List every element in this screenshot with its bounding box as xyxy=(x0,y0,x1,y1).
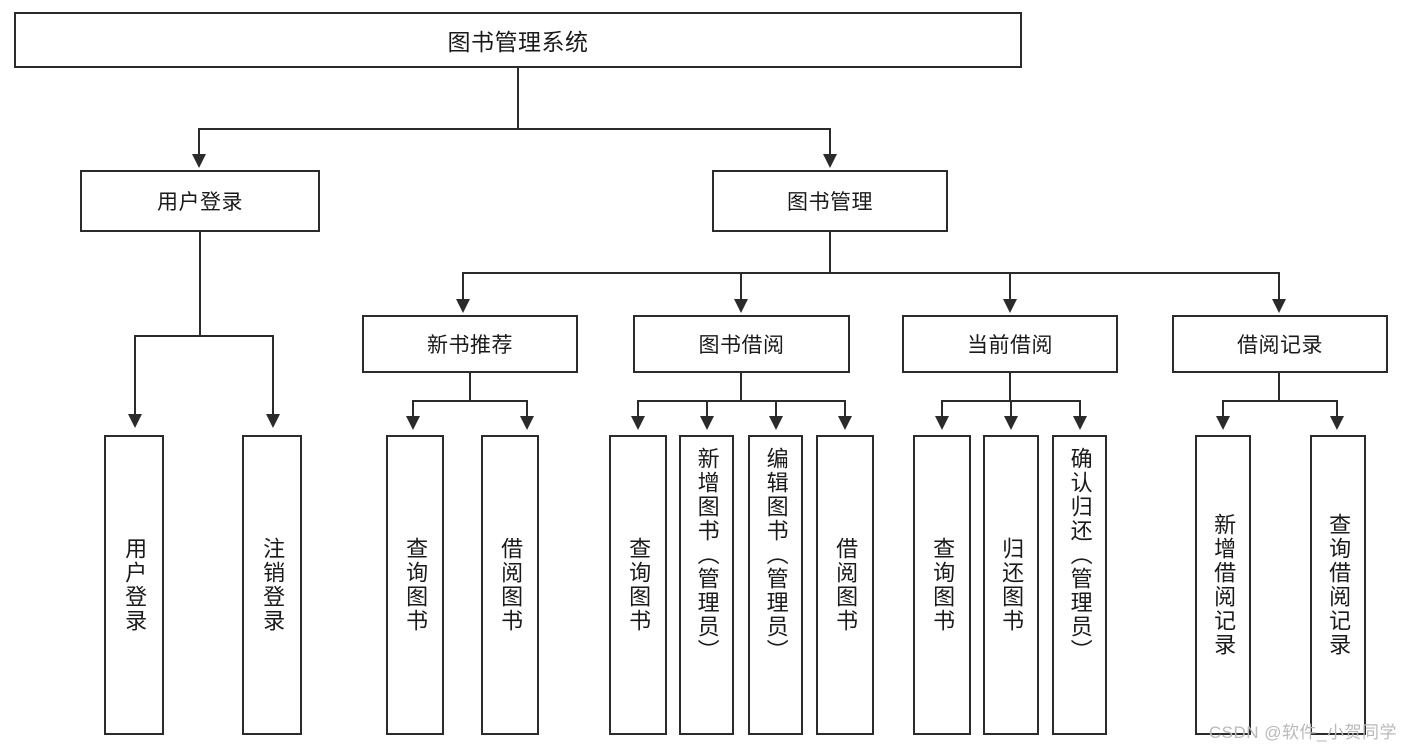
arrow-bb-to-leaf-4 xyxy=(838,416,852,430)
arrow-user-login-to-leaf-2 xyxy=(266,414,280,428)
leaf-query-book-current[interactable]: 查询图书 xyxy=(913,435,971,735)
arrow-bm-to-borrow-record xyxy=(1272,299,1286,313)
leaf-label: 查询图书 xyxy=(930,537,956,633)
leaf-label: 归还图书 xyxy=(999,537,1025,633)
node-borrow-record[interactable]: 借阅记录 xyxy=(1172,315,1388,373)
node-user-login[interactable]: 用户登录 xyxy=(80,170,320,232)
connector-root-to-user-login xyxy=(198,128,200,156)
connector-user-login-stem xyxy=(199,232,201,336)
node-book-management[interactable]: 图书管理 xyxy=(712,170,948,232)
connector-bb-to-leaf-1 xyxy=(637,400,639,418)
arrow-root-to-user-login xyxy=(192,154,206,168)
connector-user-login-to-leaf-2 xyxy=(272,335,274,416)
arrow-cb-to-leaf-1 xyxy=(935,416,949,430)
node-book-borrow[interactable]: 图书借阅 xyxy=(633,315,850,373)
node-root-book-management-system[interactable]: 图书管理系统 xyxy=(14,12,1022,68)
leaf-confirm-return-admin[interactable]: 确认归还（管理员） xyxy=(1052,435,1107,735)
leaf-label: 确认归还（管理员） xyxy=(1067,447,1093,663)
connector-book-borrow-bus xyxy=(637,400,846,402)
connector-nb-to-leaf-1 xyxy=(412,400,414,418)
connector-borrow-record-stem xyxy=(1278,373,1280,401)
connector-bm-to-current-borrow xyxy=(1009,272,1011,301)
leaf-label: 用户登录 xyxy=(122,537,148,633)
arrow-br-to-leaf-1 xyxy=(1216,416,1230,430)
arrow-bb-to-leaf-3 xyxy=(769,416,783,430)
connector-new-book-stem xyxy=(469,373,471,401)
connector-user-login-bus xyxy=(134,335,274,337)
arrow-cb-to-leaf-2 xyxy=(1004,416,1018,430)
arrow-nb-to-leaf-2 xyxy=(520,416,534,430)
connector-root-stem xyxy=(517,68,519,128)
leaf-user-login[interactable]: 用户登录 xyxy=(104,435,164,735)
connector-book-management-stem xyxy=(829,232,831,274)
leaf-logout-login[interactable]: 注销登录 xyxy=(242,435,302,735)
connector-bm-to-book-borrow xyxy=(740,272,742,301)
connector-bb-to-leaf-3 xyxy=(775,400,777,418)
arrow-bm-to-book-borrow xyxy=(734,299,748,313)
connector-bb-to-leaf-2 xyxy=(706,400,708,418)
leaf-label: 借阅图书 xyxy=(833,537,859,633)
leaf-add-book-admin[interactable]: 新增图书（管理员） xyxy=(679,435,734,735)
connector-bb-to-leaf-4 xyxy=(844,400,846,418)
arrow-bb-to-leaf-2 xyxy=(700,416,714,430)
node-new-book-recommend[interactable]: 新书推荐 xyxy=(362,315,578,373)
connector-root-bus xyxy=(198,128,830,130)
arrow-nb-to-leaf-1 xyxy=(406,416,420,430)
leaf-return-book[interactable]: 归还图书 xyxy=(983,435,1039,735)
leaf-add-borrow-record[interactable]: 新增借阅记录 xyxy=(1195,435,1251,735)
arrow-bb-to-leaf-1 xyxy=(631,416,645,430)
arrow-user-login-to-leaf-1 xyxy=(128,414,142,428)
leaf-label: 编辑图书（管理员） xyxy=(763,447,789,663)
leaf-label: 新增借阅记录 xyxy=(1211,513,1237,657)
leaf-label: 查询图书 xyxy=(403,537,429,633)
connector-book-management-bus xyxy=(462,272,1279,274)
leaf-edit-book-admin[interactable]: 编辑图书（管理员） xyxy=(748,435,803,735)
connector-bm-to-borrow-record xyxy=(1278,272,1280,301)
connector-nb-to-leaf-2 xyxy=(526,400,528,418)
arrow-br-to-leaf-2 xyxy=(1330,416,1344,430)
node-current-borrow[interactable]: 当前借阅 xyxy=(902,315,1118,373)
leaf-borrow-book[interactable]: 借阅图书 xyxy=(816,435,874,735)
arrow-cb-to-leaf-3 xyxy=(1073,416,1087,430)
connector-br-to-leaf-2 xyxy=(1336,400,1338,418)
connector-new-book-bus xyxy=(412,400,527,402)
connector-cb-to-leaf-1 xyxy=(941,400,943,418)
connector-br-to-leaf-1 xyxy=(1222,400,1224,418)
connector-book-borrow-stem xyxy=(740,373,742,401)
arrow-bm-to-current-borrow xyxy=(1003,299,1017,313)
leaf-query-borrow-record[interactable]: 查询借阅记录 xyxy=(1310,435,1366,735)
connector-current-borrow-stem xyxy=(1009,373,1011,401)
leaf-borrow-book-newbook[interactable]: 借阅图书 xyxy=(481,435,539,735)
connector-cb-to-leaf-2 xyxy=(1010,400,1012,418)
leaf-label: 注销登录 xyxy=(260,537,286,633)
leaf-label: 查询图书 xyxy=(626,537,652,633)
leaf-query-book-newbook[interactable]: 查询图书 xyxy=(386,435,444,735)
arrow-bm-to-new-book xyxy=(456,299,470,313)
leaf-label: 查询借阅记录 xyxy=(1326,513,1352,657)
connector-borrow-record-bus xyxy=(1222,400,1337,402)
leaf-label: 借阅图书 xyxy=(498,537,524,633)
leaf-label: 新增图书（管理员） xyxy=(694,447,720,663)
connector-cb-to-leaf-3 xyxy=(1079,400,1081,418)
connector-bm-to-new-book xyxy=(462,272,464,301)
connector-user-login-to-leaf-1 xyxy=(134,335,136,416)
connector-root-to-book-management xyxy=(829,128,831,156)
leaf-query-book-borrow[interactable]: 查询图书 xyxy=(609,435,667,735)
arrow-root-to-book-management xyxy=(823,154,837,168)
